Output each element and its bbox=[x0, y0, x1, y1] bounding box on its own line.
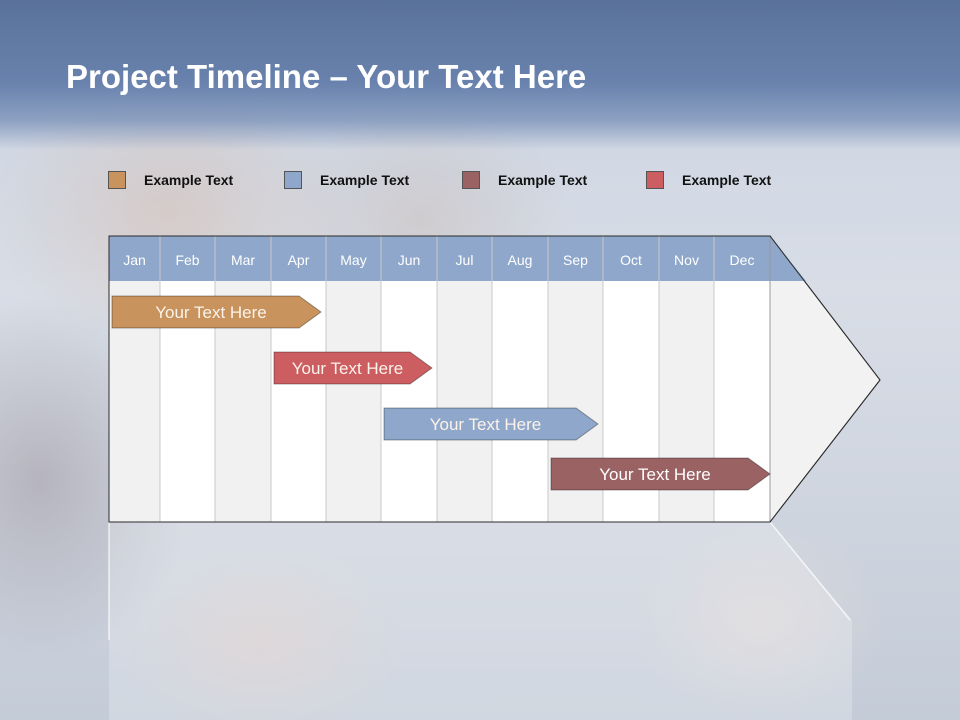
month-label: Oct bbox=[620, 252, 642, 268]
legend-item-4: Example Text bbox=[646, 170, 771, 190]
legend-item-2: Example Text bbox=[284, 170, 409, 190]
legend-item-3: Example Text bbox=[462, 170, 587, 190]
task-label: Your Text Here bbox=[292, 359, 404, 378]
legend-label: Example Text bbox=[498, 172, 588, 188]
title-bold: Project Timeline bbox=[66, 58, 321, 95]
month-label: Jun bbox=[398, 252, 421, 268]
reflection-edge bbox=[769, 521, 851, 621]
task-arrow bbox=[273, 351, 433, 385]
legend-swatch bbox=[284, 171, 302, 189]
month-label: Mar bbox=[231, 252, 255, 268]
month-column bbox=[326, 281, 381, 522]
title-band bbox=[0, 0, 960, 150]
month-column bbox=[381, 281, 437, 522]
title-rest: – Your Text Here bbox=[320, 58, 587, 95]
month-column bbox=[492, 281, 548, 522]
month-label: Aug bbox=[508, 252, 533, 268]
timeline-outline bbox=[108, 235, 881, 523]
month-label: Sep bbox=[563, 252, 588, 268]
task-label: Your Text Here bbox=[155, 303, 267, 322]
month-label: Jul bbox=[456, 252, 474, 268]
legend-item-1: Example Text bbox=[108, 170, 233, 190]
legend-label: Example Text bbox=[682, 172, 772, 188]
month-label: Apr bbox=[288, 252, 310, 268]
month-label: Feb bbox=[175, 252, 199, 268]
month-header-band bbox=[109, 236, 806, 281]
legend-label: Example Text bbox=[320, 172, 410, 188]
legend-label: Example Text bbox=[144, 172, 234, 188]
month-label: Jan bbox=[123, 252, 146, 268]
reflection bbox=[109, 522, 852, 720]
task-arrow bbox=[111, 295, 322, 329]
task-label: Your Text Here bbox=[430, 415, 542, 434]
month-label: Dec bbox=[730, 252, 755, 268]
task-arrow bbox=[383, 407, 599, 441]
legend-swatch bbox=[108, 171, 126, 189]
month-label: Nov bbox=[674, 252, 699, 268]
task-label: Your Text Here bbox=[599, 465, 711, 484]
month-column bbox=[437, 281, 492, 522]
task-arrow bbox=[550, 457, 771, 491]
legend-swatch bbox=[462, 171, 480, 189]
month-label: May bbox=[340, 252, 366, 268]
page-title: Project Timeline – Your Text Here bbox=[66, 58, 586, 96]
legend-swatch bbox=[646, 171, 664, 189]
